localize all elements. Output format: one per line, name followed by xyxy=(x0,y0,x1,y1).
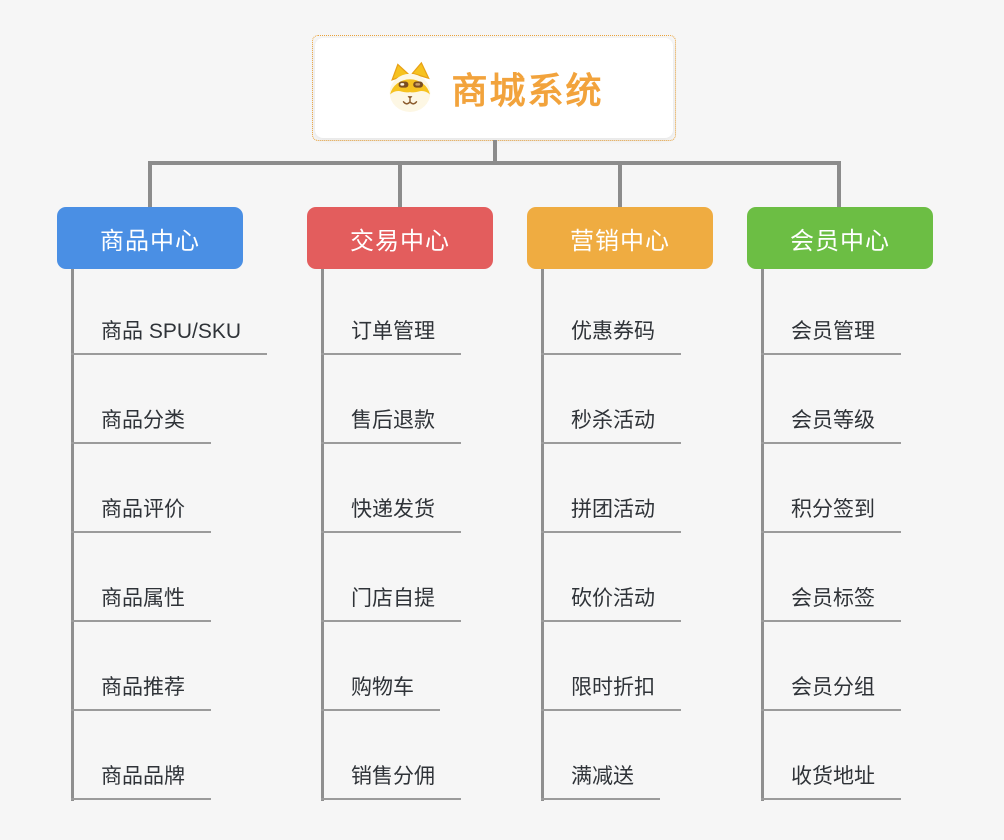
leaf-node[interactable]: 优惠券码 xyxy=(541,309,681,355)
leaf-node[interactable]: 商品 SPU/SKU xyxy=(71,309,268,355)
leaf-node[interactable]: 快递发货 xyxy=(321,487,461,533)
leaf-node[interactable]: 收货地址 xyxy=(761,754,901,800)
connector-root-drop xyxy=(493,140,497,165)
connector-trunk xyxy=(71,269,74,801)
leaf-node[interactable]: 商品属性 xyxy=(71,576,211,622)
leaf-node[interactable]: 积分签到 xyxy=(761,487,901,533)
leaf-node[interactable]: 商品分类 xyxy=(71,398,211,444)
leaf-node[interactable]: 销售分佣 xyxy=(321,754,461,800)
branch-header-member-center[interactable]: 会员中心 xyxy=(747,207,933,269)
connector-branch-drop xyxy=(618,161,622,209)
leaf-node[interactable]: 会员等级 xyxy=(761,398,901,444)
leaf-node[interactable]: 满减送 xyxy=(541,754,660,800)
branch-header-marketing-center[interactable]: 营销中心 xyxy=(527,207,713,269)
leaf-node[interactable]: 限时折扣 xyxy=(541,665,681,711)
connector-branch-drop xyxy=(398,161,402,209)
leaf-node[interactable]: 砍价活动 xyxy=(541,576,681,622)
root-card: 商城系统 xyxy=(315,38,673,138)
branch-header-product-center[interactable]: 商品中心 xyxy=(57,207,243,269)
leaf-node[interactable]: 售后退款 xyxy=(321,398,461,444)
connector-branch-drop xyxy=(148,161,152,209)
leaf-node[interactable]: 购物车 xyxy=(321,665,440,711)
root-title: 商城系统 xyxy=(451,70,604,111)
leaf-node[interactable]: 门店自提 xyxy=(321,576,461,622)
connector-trunk xyxy=(541,269,544,801)
root-node[interactable]: 商城系统 xyxy=(312,35,676,141)
leaf-node[interactable]: 会员标签 xyxy=(761,576,901,622)
leaf-node[interactable]: 秒杀活动 xyxy=(541,398,681,444)
leaf-node[interactable]: 拼团活动 xyxy=(541,487,681,533)
connector-trunk xyxy=(321,269,324,801)
connector-trunk xyxy=(761,269,764,801)
leaf-node[interactable]: 商品推荐 xyxy=(71,665,211,711)
branch-header-trade-center[interactable]: 交易中心 xyxy=(307,207,493,269)
doge-dog-icon xyxy=(390,61,431,112)
leaf-node[interactable]: 商品品牌 xyxy=(71,754,211,800)
leaf-node[interactable]: 订单管理 xyxy=(321,309,461,355)
leaf-node[interactable]: 会员分组 xyxy=(761,665,901,711)
connector-bus xyxy=(148,161,841,165)
connector-branch-drop xyxy=(837,161,841,209)
leaf-node[interactable]: 商品评价 xyxy=(71,487,211,533)
leaf-node[interactable]: 会员管理 xyxy=(761,309,901,355)
